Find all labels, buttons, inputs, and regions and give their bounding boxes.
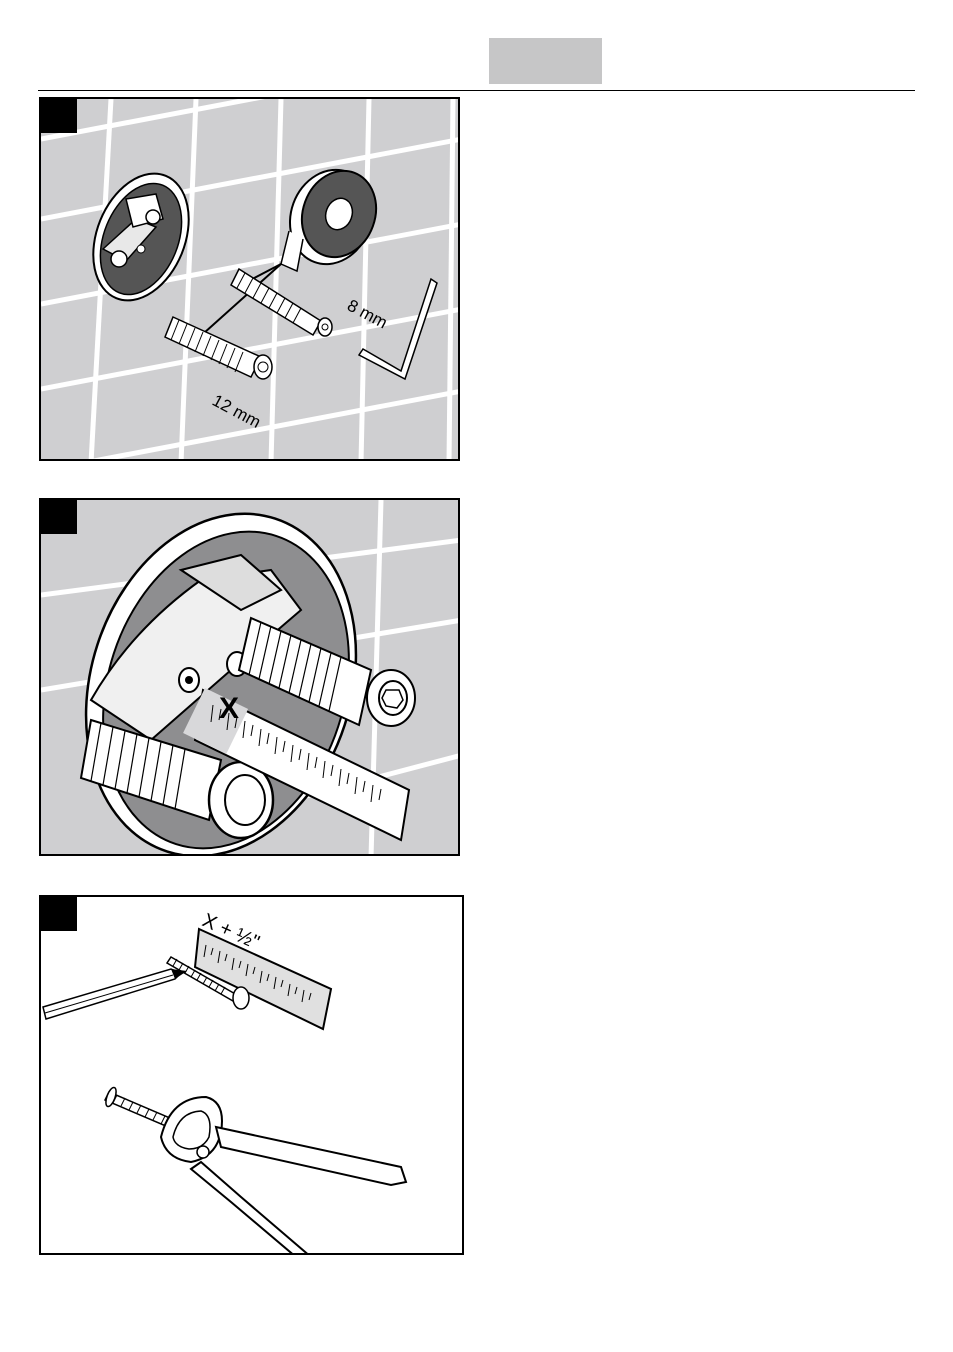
step-1-illustration: 8 mm 12 mm [39, 97, 460, 461]
header-rule [38, 90, 915, 91]
step-3-illustration: X + ½" [39, 895, 464, 1255]
section-tab [489, 38, 602, 84]
measure-mark-label: X [219, 692, 239, 725]
step-number-badge [41, 99, 77, 133]
pencil [43, 969, 187, 1019]
step-2-illustration: X [39, 498, 460, 856]
pliers [104, 1086, 406, 1255]
step-3-drawing: X + ½" [41, 897, 464, 1255]
step-2-drawing: X [41, 500, 460, 856]
step-number-badge [41, 500, 77, 534]
ruler [195, 929, 331, 1029]
step-1-drawing: 8 mm 12 mm [41, 99, 460, 461]
step-number-badge [41, 897, 77, 931]
